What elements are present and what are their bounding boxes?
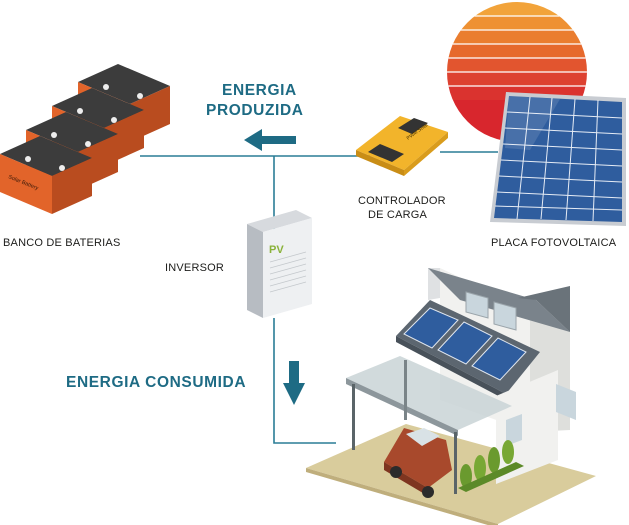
- left-arrow-icon: [244, 129, 296, 151]
- car-icon: [384, 428, 452, 498]
- house-icon: [306, 268, 596, 525]
- battery-bank-icon: Solar Battery: [0, 64, 170, 214]
- energia-produzida-line1: ENERGIA: [222, 82, 297, 99]
- inversor-label: INVERSOR: [165, 262, 225, 274]
- energia-consumida-label: ENERGIA CONSUMIDA: [66, 374, 247, 391]
- solar-panel-icon: [490, 92, 626, 226]
- down-arrow-icon: [283, 361, 305, 405]
- inverter-brand-text: PV: [269, 244, 284, 256]
- energia-produzida-line2: PRODUZIDA: [206, 102, 304, 119]
- charge-controller-icon: PWM Solar: [356, 116, 448, 176]
- shrubs-icon: [458, 440, 524, 492]
- inverter-icon: PV: [247, 210, 312, 318]
- banco-de-baterias-label: BANCO DE BATERIAS: [3, 237, 121, 249]
- controlador-label-line1: CONTROLADOR: [358, 195, 446, 207]
- placa-fotovoltaica-label: PLACA FOTOVOLTAICA: [491, 237, 617, 249]
- controlador-label-line2: DE CARGA: [368, 209, 428, 221]
- roof-solar-panels-icon: [403, 307, 527, 381]
